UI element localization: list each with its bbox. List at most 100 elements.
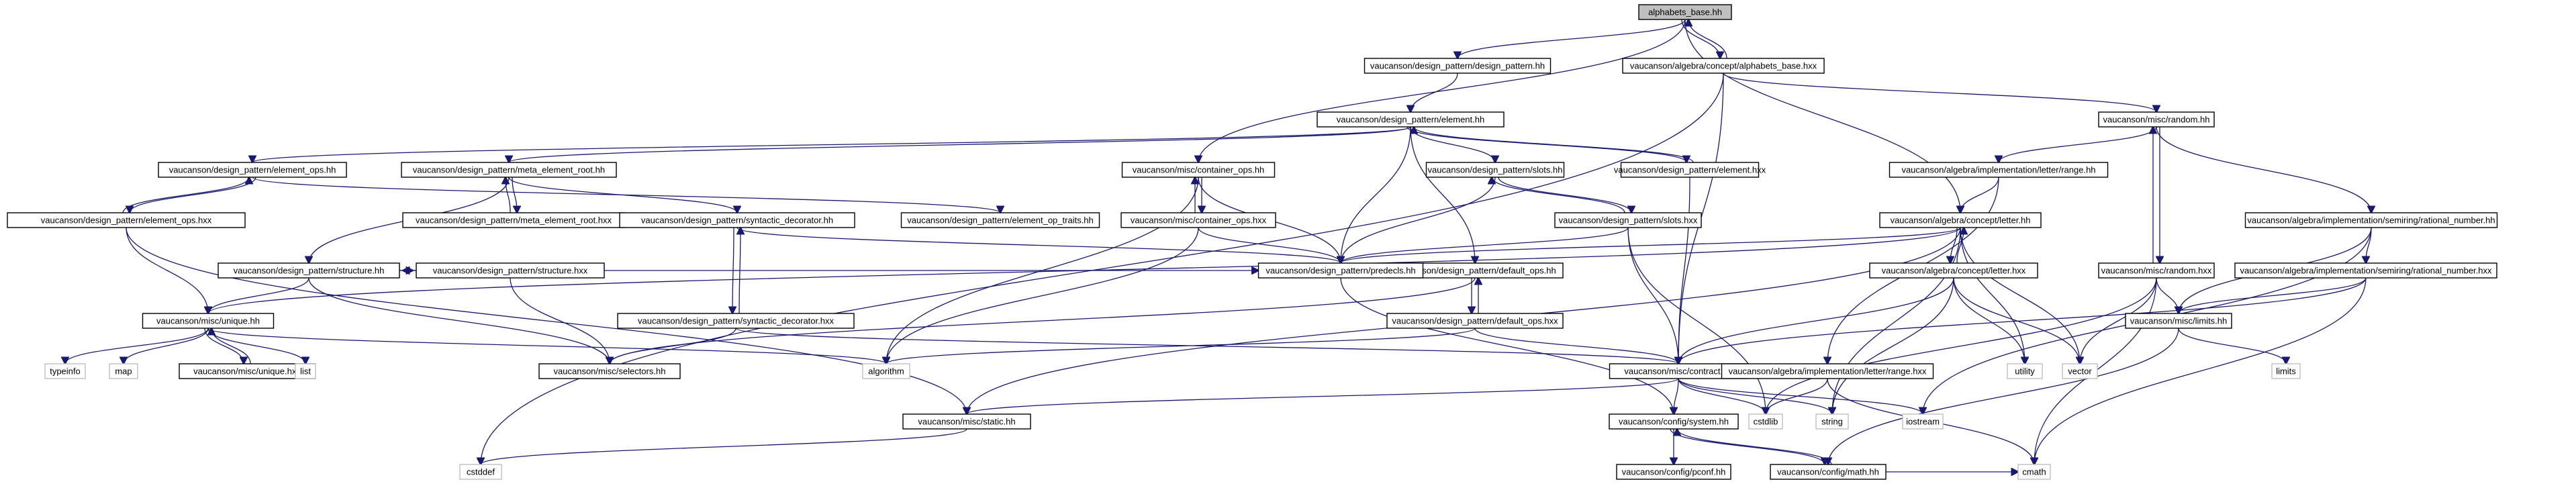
node-vaucanson-algebra-concept-letter-hh[interactable]: vaucanson/algebra/concept/letter.hh <box>1879 212 2042 228</box>
node-typeinfo: typeinfo <box>44 363 86 379</box>
node-vaucanson-design-pattern-element-hh[interactable]: vaucanson/design_pattern/element.hh <box>1317 111 1505 128</box>
node-label: vaucanson/design_pattern/predecls.hh <box>1266 266 1415 276</box>
node-box <box>2098 111 2215 128</box>
node-vaucanson-design-pattern-slots-hxx[interactable]: vaucanson/design_pattern/slots.hxx <box>1554 212 1702 228</box>
node-label: vaucanson/design_pattern/meta_element_ro… <box>416 215 612 226</box>
edge-vaucanson-misc-random-hh-to-vaucanson-algebra-implementation-letter-range-hh <box>1999 126 2157 162</box>
node-vaucanson-misc-static-hh[interactable]: vaucanson/misc/static.hh <box>902 413 1031 430</box>
node-box <box>1748 413 1783 430</box>
edge-vaucanson-algebra-concept-letter-hxx-to-vaucanson-misc-contract-hh <box>1678 277 1954 364</box>
edge-vaucanson-misc-limits-hh-to-limits <box>2178 328 2286 364</box>
node-label: vaucanson/design_pattern/design_pattern.… <box>1370 61 1545 71</box>
node-vaucanson-algebra-implementation-semiring-rational-number-hxx[interactable]: vaucanson/algebra/implementation/semirin… <box>2234 262 2497 279</box>
node-box <box>1425 162 1565 178</box>
node-label: vaucanson/misc/random.hxx <box>2101 266 2212 276</box>
node-box <box>538 363 681 379</box>
node-alphabets-base-hh[interactable]: alphabets_base.hh <box>1638 4 1732 20</box>
node-label: vaucanson/algebra/concept/alphabets_base… <box>1630 61 1817 71</box>
node-vaucanson-design-pattern-element-op-traits-hh[interactable]: vaucanson/design_pattern/element_op_trai… <box>900 212 1100 228</box>
node-vaucanson-design-pattern-slots-hh[interactable]: vaucanson/design_pattern/slots.hh <box>1425 162 1565 178</box>
node-cmath: cmath <box>2017 464 2051 480</box>
node-vaucanson-design-pattern-design-pattern-hh[interactable]: vaucanson/design_pattern/design_pattern.… <box>1364 58 1552 74</box>
node-label: vaucanson/config/math.hh <box>1777 467 1879 477</box>
node-vaucanson-algebra-concept-alphabets-base-hxx[interactable]: vaucanson/algebra/concept/alphabets_base… <box>1622 58 1825 74</box>
node-vaucanson-algebra-implementation-semiring-rational-number-hh[interactable]: vaucanson/algebra/implementation/semirin… <box>2244 212 2498 228</box>
edge-alphabets-base-hh-to-vaucanson-algebra-concept-alphabets-base-hxx <box>1681 19 1720 58</box>
edge-vaucanson-misc-random-hxx-to-vaucanson-misc-limits-hh <box>2156 277 2179 313</box>
node-vaucanson-design-pattern-default-ops-hh[interactable]: vaucanson/design_pattern/default_ops.hh <box>1386 262 1564 279</box>
node-vaucanson-config-pconf-hh[interactable]: vaucanson/config/pconf.hh <box>1616 464 1731 480</box>
node-box <box>1721 363 1934 379</box>
node-box <box>1317 111 1505 128</box>
node-map: map <box>109 363 138 379</box>
edge-vaucanson-misc-unique-hh-to-typeinfo <box>65 328 209 364</box>
node-label: algorithm <box>868 366 904 377</box>
edge-vaucanson-design-pattern-element-hh-to-vaucanson-design-pattern-meta-element-root-hh <box>509 126 1411 162</box>
node-box <box>617 313 855 329</box>
node-label: list <box>300 366 311 377</box>
node-label: vaucanson/config/pconf.hh <box>1622 467 1726 477</box>
node-vaucanson-design-pattern-predecls-hh[interactable]: vaucanson/design_pattern/predecls.hh <box>1257 262 1424 279</box>
node-vaucanson-design-pattern-element-hxx[interactable]: vaucanson/design_pattern/element.hxx <box>1614 162 1766 178</box>
node-vaucanson-misc-limits-hh[interactable]: vaucanson/misc/limits.hh <box>2125 313 2232 329</box>
node-vaucanson-misc-container-ops-hxx[interactable]: vaucanson/misc/container_ops.hxx <box>1120 212 1276 228</box>
node-vaucanson-misc-selectors-hh[interactable]: vaucanson/misc/selectors.hh <box>538 363 681 379</box>
node-box <box>2244 212 2498 228</box>
node-label: vaucanson/design_pattern/element_ops.hh <box>169 165 336 175</box>
node-label: vaucanson/design_pattern/syntactic_decor… <box>641 215 833 226</box>
node-vaucanson-misc-unique-hxx[interactable]: vaucanson/misc/unique.hxx <box>179 363 316 379</box>
node-box <box>158 162 347 178</box>
node-box <box>459 464 502 480</box>
edge-vaucanson-algebra-implementation-semiring-rational-number-hxx-to-cmath <box>2034 277 2367 464</box>
node-box <box>1386 313 1564 329</box>
edge-vaucanson-misc-contract-hh-to-string <box>1678 378 1832 414</box>
node-label: vaucanson/algebra/concept/letter.hh <box>1891 215 2031 226</box>
node-vaucanson-misc-unique-hh[interactable]: vaucanson/misc/unique.hh <box>142 313 275 329</box>
edge-vaucanson-misc-random-hxx-to-vector <box>2080 277 2157 364</box>
edge-vaucanson-design-pattern-slots-hxx-to-cstdlib <box>1627 227 1766 414</box>
node-vaucanson-misc-container-ops-hh[interactable]: vaucanson/misc/container_ops.hh <box>1121 162 1276 178</box>
node-vaucanson-algebra-implementation-letter-range-hxx[interactable]: vaucanson/algebra/implementation/letter/… <box>1721 363 1934 379</box>
node-algorithm: algorithm <box>862 363 910 379</box>
node-label: vaucanson/design_pattern/structure.hh <box>234 266 385 276</box>
edge-vaucanson-algebra-concept-alphabets-base-hxx-to-alphabets-base-hh <box>1688 19 1727 59</box>
node-box <box>2271 363 2301 379</box>
node-vaucanson-config-math-hh[interactable]: vaucanson/config/math.hh <box>1770 464 1887 480</box>
node-label: vaucanson/design_pattern/default_ops.hxx <box>1392 316 1558 326</box>
node-label: string <box>1821 417 1843 427</box>
node-box <box>1257 262 1424 279</box>
node-vaucanson-algebra-concept-letter-hxx[interactable]: vaucanson/algebra/concept/letter.hxx <box>1869 262 2038 279</box>
edge-vaucanson-algebra-implementation-letter-range-hh-to-vaucanson-algebra-concept-letter-hh <box>1960 177 1999 213</box>
edge-vaucanson-misc-random-hxx-to-cstdlib <box>1766 277 2157 414</box>
node-vaucanson-design-pattern-default-ops-hxx[interactable]: vaucanson/design_pattern/default_ops.hxx <box>1386 313 1564 329</box>
node-vaucanson-design-pattern-syntactic-decorator-hh[interactable]: vaucanson/design_pattern/syntactic_decor… <box>619 212 855 228</box>
node-vaucanson-config-system-hh[interactable]: vaucanson/config/system.hh <box>1609 413 1739 430</box>
node-vaucanson-design-pattern-structure-hh[interactable]: vaucanson/design_pattern/structure.hh <box>218 262 400 279</box>
edge-vaucanson-algebra-concept-letter-hh-to-vaucanson-misc-unique-hh <box>208 227 1961 313</box>
edge-vaucanson-misc-container-ops-hxx-to-vaucanson-design-pattern-predecls-hh <box>1198 227 1341 263</box>
node-box <box>2062 363 2098 379</box>
node-box <box>44 363 86 379</box>
node-vaucanson-algebra-implementation-letter-range-hh[interactable]: vaucanson/algebra/implementation/letter/… <box>1889 162 2109 178</box>
node-box <box>862 363 910 379</box>
edge-vaucanson-algebra-concept-alphabets-base-hxx-to-cstddef <box>481 72 1724 464</box>
node-label: iostream <box>1906 417 1940 427</box>
node-label: vaucanson/misc/random.hh <box>2103 115 2210 125</box>
edge-vaucanson-misc-unique-hh-to-list <box>207 328 305 364</box>
node-box <box>902 413 1031 430</box>
node-vaucanson-design-pattern-structure-hxx[interactable]: vaucanson/design_pattern/structure.hxx <box>416 262 605 279</box>
node-vaucanson-design-pattern-element-ops-hh[interactable]: vaucanson/design_pattern/element_ops.hh <box>158 162 347 178</box>
edge-vaucanson-design-pattern-element-hh-to-vaucanson-design-pattern-element-ops-hh <box>252 126 1411 162</box>
node-vaucanson-misc-random-hh[interactable]: vaucanson/misc/random.hh <box>2098 111 2215 128</box>
node-box <box>2125 313 2232 329</box>
node-vaucanson-design-pattern-syntactic-decorator-hxx[interactable]: vaucanson/design_pattern/syntactic_decor… <box>617 313 855 329</box>
edge-vaucanson-design-pattern-element-ops-hxx-to-vaucanson-misc-unique-hh <box>126 227 208 313</box>
node-vaucanson-design-pattern-meta-element-root-hh[interactable]: vaucanson/design_pattern/meta_element_ro… <box>401 162 617 178</box>
edge-vaucanson-algebra-implementation-letter-range-hxx-to-cstdlib <box>1766 378 1828 414</box>
node-vaucanson-design-pattern-element-ops-hxx[interactable]: vaucanson/design_pattern/element_ops.hxx <box>7 212 246 228</box>
node-vaucanson-misc-random-hxx[interactable]: vaucanson/misc/random.hxx <box>2098 262 2215 279</box>
node-vaucanson-design-pattern-meta-element-root-hxx[interactable]: vaucanson/design_pattern/meta_element_ro… <box>402 212 625 228</box>
node-label: vaucanson/misc/contract.hh <box>1624 366 1732 377</box>
node-vaucanson-misc-contract-hh[interactable]: vaucanson/misc/contract.hh <box>1609 363 1748 379</box>
